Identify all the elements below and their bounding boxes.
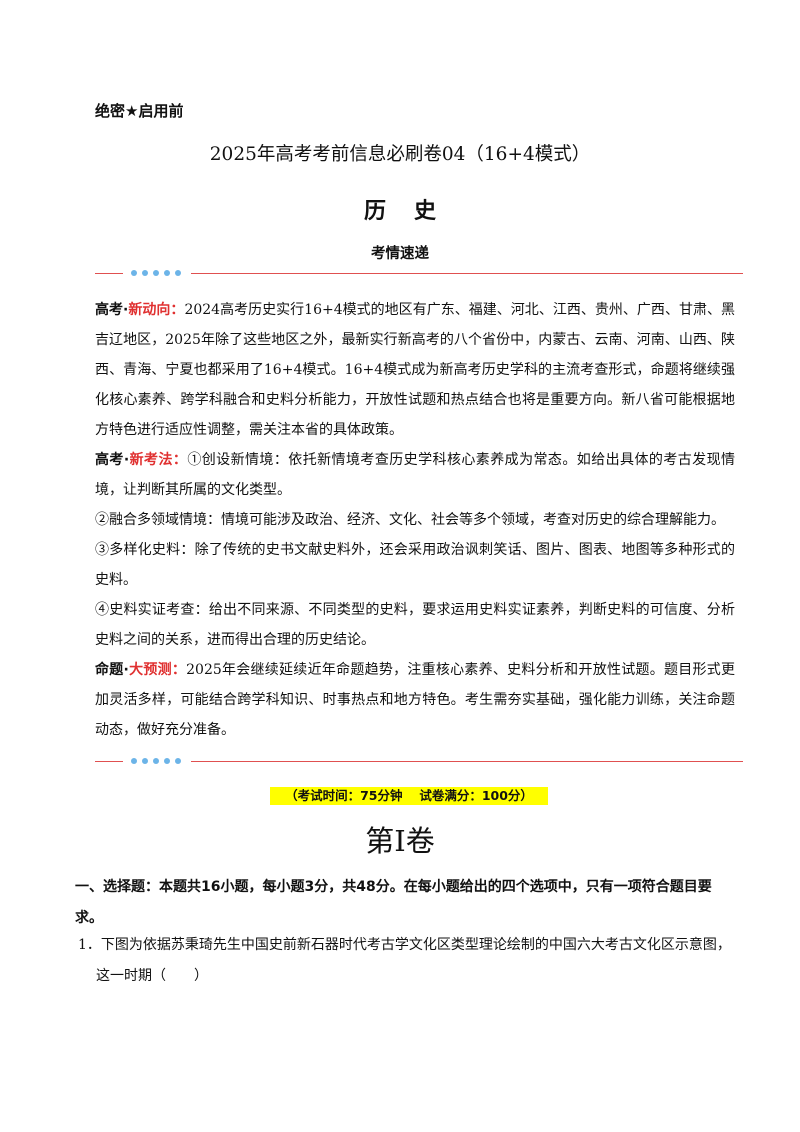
confidential-label: 绝密★启用前 [95,102,184,120]
section-new-method: 高考·新考法：①创设新情境：依托新情境考查历史学科核心素养成为常态。如给出具体的… [95,452,736,498]
exam-time-banner: （考试时间：75分钟 试卷满分：100分） [270,787,548,805]
section-new-trend: 高考·新动向：2024高考历史实行16+4模式的地区有广东、福建、河北、江西、贵… [95,302,735,438]
dots-ornament [131,270,181,276]
exam-title: 2025年高考考前信息必刷卷04（16+4模式） [209,144,591,165]
subject-title: 历史 [363,198,464,224]
question-text-line1: 下图为依据苏秉琦先生中国史前新石器时代考古学文化区类型理论绘制的中国六大考古文化… [100,937,731,953]
decorative-divider-bottom [95,756,743,768]
method-item-4: ④史料实证考查：给出不同来源、不同类型的史料，要求运用史料实证素养，判断史料的可… [95,602,735,648]
volume-title: 第Ⅰ卷 [365,824,435,858]
section-prediction: 命题·大预测：2025年会继续延续近年命题趋势，注重核心素养、史料分析和开放性试… [95,662,736,738]
question-1: 1．下图为依据苏秉琦先生中国史前新石器时代考古学文化区类型理论绘制的中国六大考古… [78,930,738,992]
decorative-divider-top [95,268,743,280]
method-item-2: ②融合多领域情境：情境可能涉及政治、经济、文化、社会等多个领域，考查对历史的综合… [95,512,725,528]
method-item-3: ③多样化史料：除了传统的史书文献史料外，还会采用政治讽刺笑话、图片、图表、地图等… [95,542,735,588]
question-number: 1． [78,937,101,953]
dots-ornament [131,758,181,764]
section-subtitle: 考情速递 [371,246,429,262]
section-heading: 一、选择题：本题共16小题，每小题3分，共48分。在每小题给出的四个选项中，只有… [75,879,712,926]
exam-info-body: 高考·新动向：2024高考历史实行16+4模式的地区有广东、福建、河北、江西、贵… [95,295,735,745]
question-text-line2: 这一时期（ ） [96,968,208,984]
